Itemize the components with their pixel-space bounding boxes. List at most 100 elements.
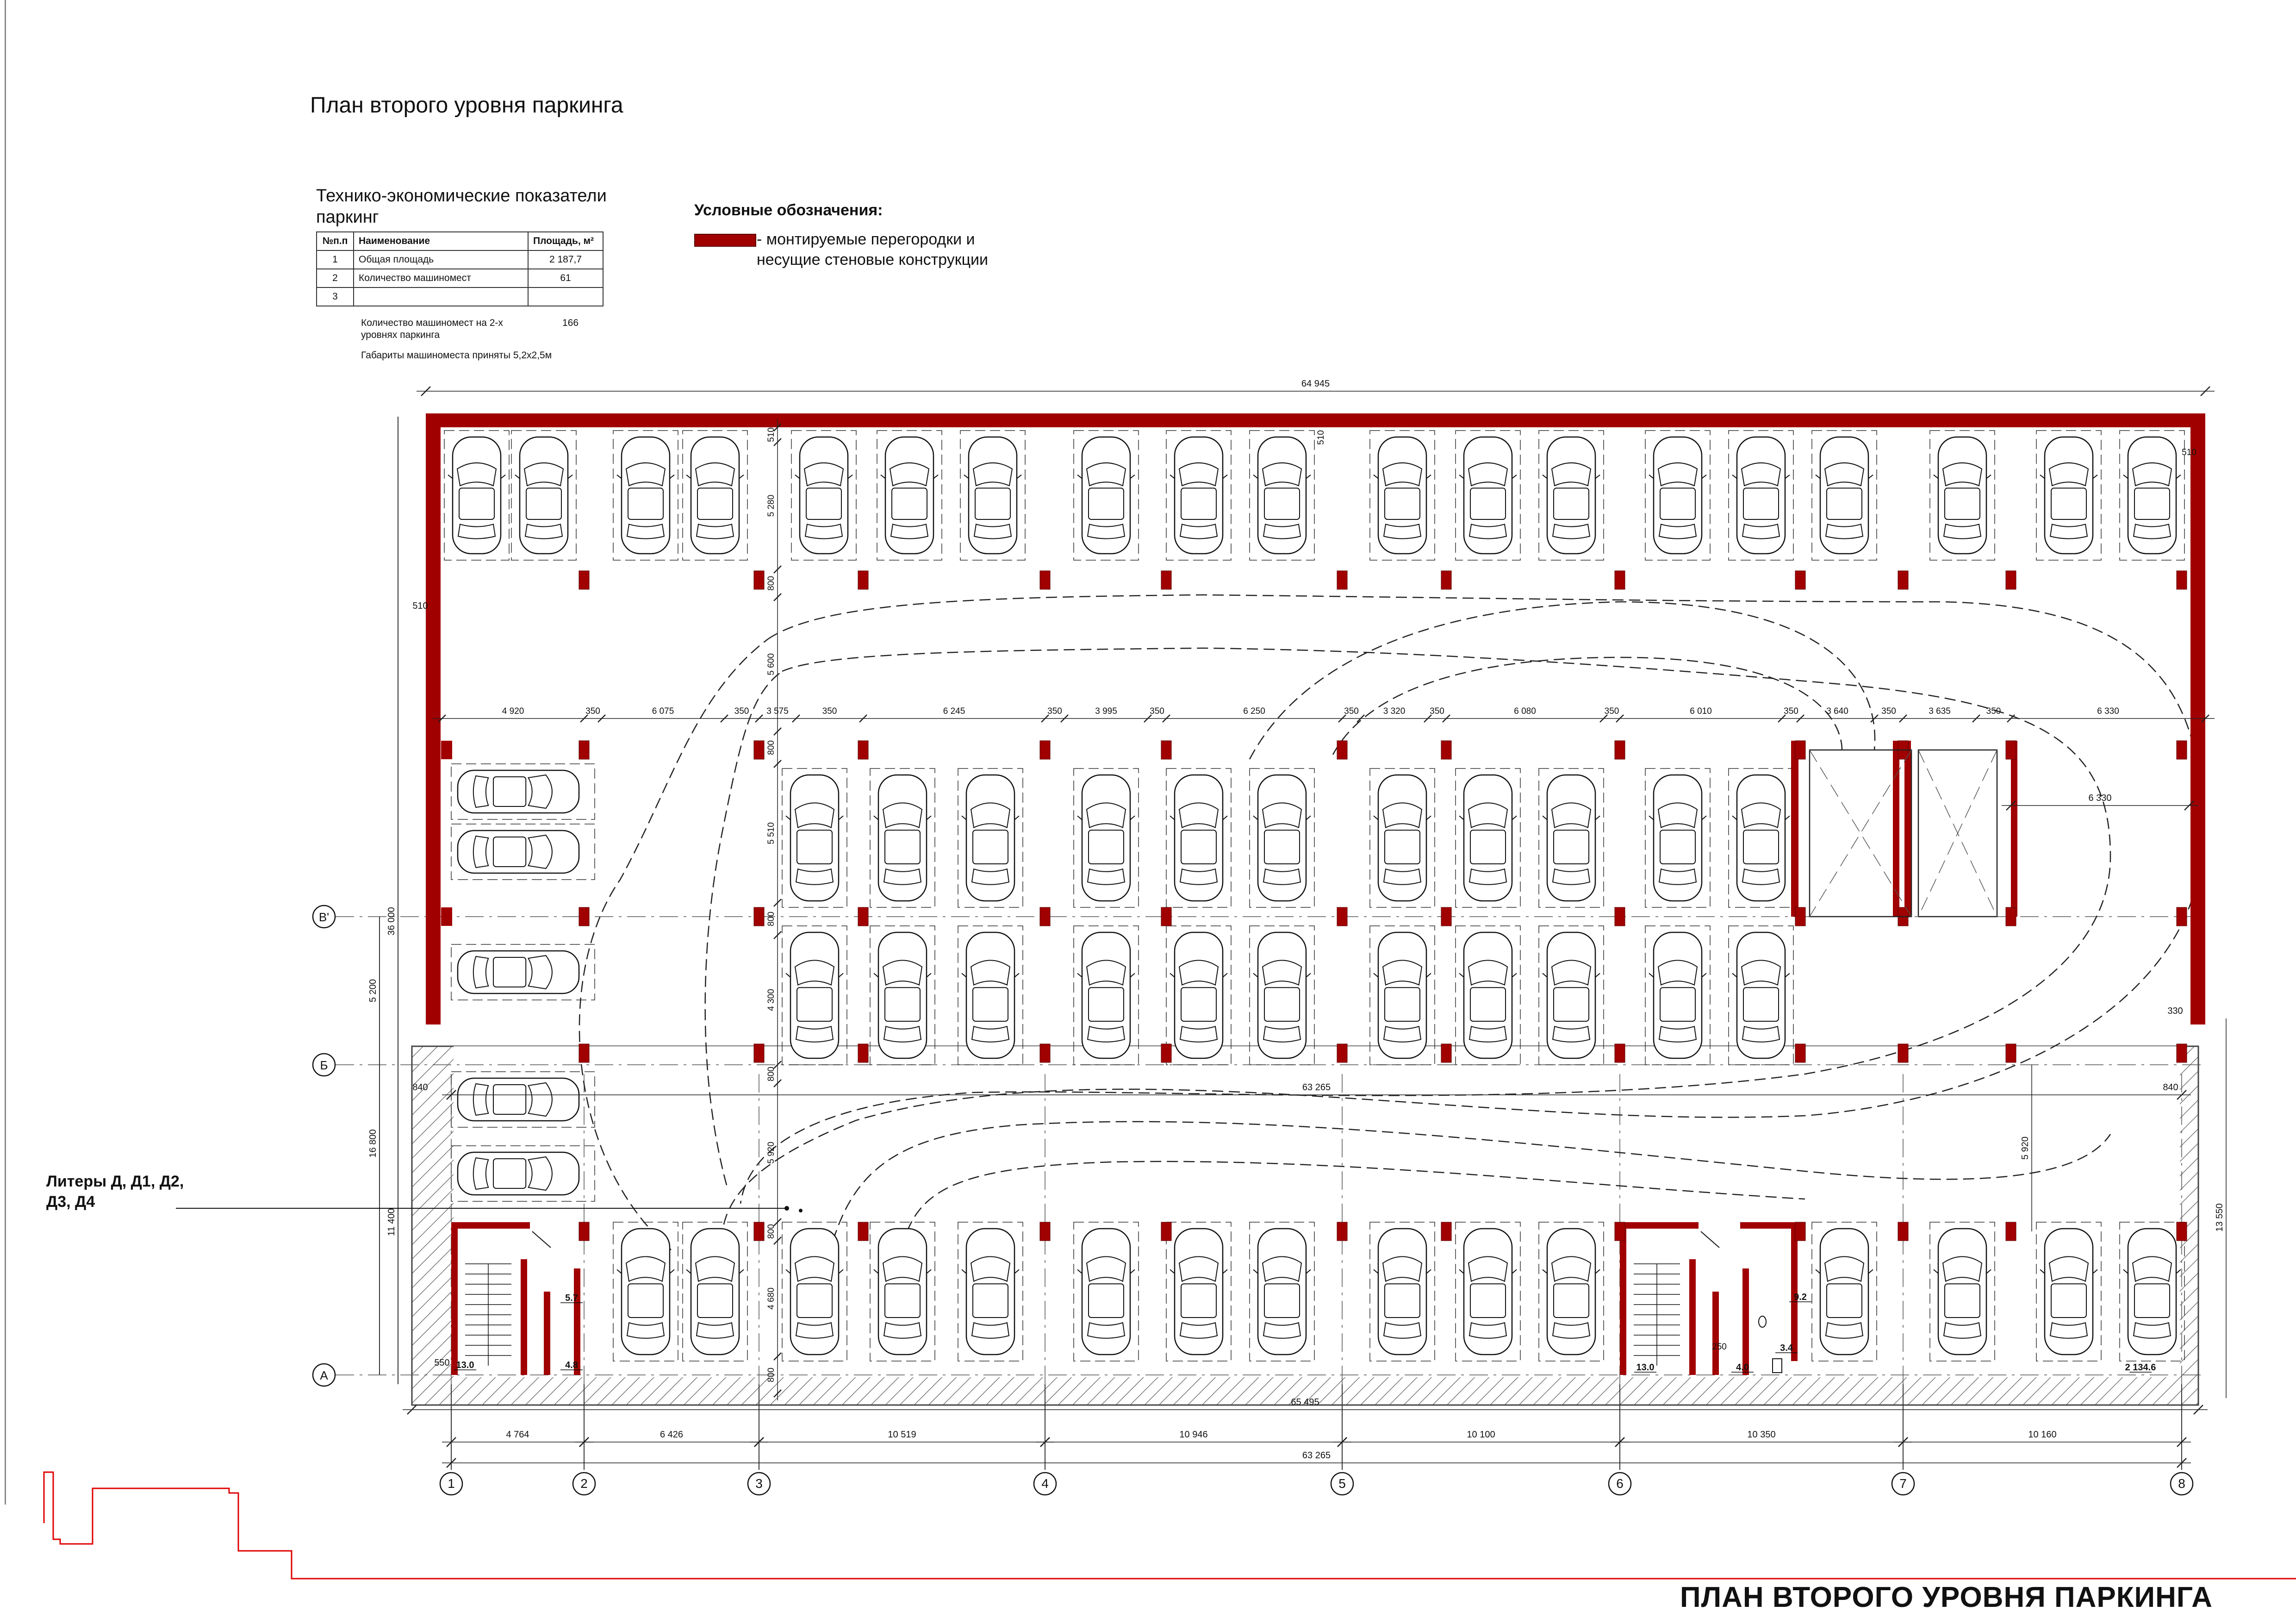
car-roof (1553, 987, 1589, 1022)
car-roof (1384, 830, 1420, 864)
car-body (1463, 436, 1513, 555)
car-icon (1933, 436, 1991, 555)
car-icon (1170, 1228, 1228, 1355)
parking-bay (870, 768, 935, 908)
parking-bay (1929, 430, 1995, 561)
parking-bay (877, 430, 942, 561)
car-mirror (1986, 1269, 1991, 1274)
car-rear-window (804, 524, 843, 539)
car-body (690, 1228, 740, 1355)
structural-column (579, 1043, 590, 1063)
car-windshield (1824, 1256, 1865, 1282)
stair-wall (1712, 1292, 1719, 1375)
right-offset-dim: 840 (2163, 1082, 2178, 1093)
car-roof (796, 987, 833, 1022)
structural-column (1614, 1043, 1625, 1063)
car-rear-window (883, 1025, 922, 1043)
car-mirror (1077, 475, 1083, 479)
car-roof (493, 837, 527, 867)
wall-ramp-partition (2011, 741, 2017, 917)
car-roof (1944, 1283, 1980, 1318)
car-icon (880, 436, 939, 555)
tep-note-capacity-line1: Количество машиномест на 2-х (361, 318, 503, 328)
structural-column (858, 1043, 869, 1063)
tep-cell-name: Количество машиномест (353, 269, 529, 288)
parking-bay (1166, 925, 1232, 1065)
car-body (1463, 1228, 1513, 1355)
car-windshield (1178, 802, 1219, 829)
car-windshield (882, 802, 923, 829)
structural-column (1039, 740, 1051, 760)
grid-axis-letter-2: А (320, 1368, 328, 1382)
ramp-path-3 (1332, 656, 1843, 755)
cell-dim-2-tick (579, 1437, 589, 1447)
car-mirror (1701, 973, 1707, 978)
ramp-width-dim-tick (2006, 800, 2016, 811)
grid-axis-bubble-7 (1891, 1472, 1915, 1496)
interior-floor (454, 1046, 2180, 1377)
vertical-dim-label: 4 680 (766, 1287, 776, 1310)
car-mirror (1426, 815, 1431, 820)
wall-left (426, 413, 441, 1024)
car-roof (1660, 487, 1696, 520)
mid-row-dim-label: 6 250 (1243, 706, 1265, 716)
car-rear-window (1263, 1322, 1301, 1339)
car-windshield (1178, 462, 1219, 487)
car-icon (961, 1228, 1020, 1355)
car-windshield (2132, 462, 2172, 487)
car-icon (1373, 436, 1431, 555)
mid-row-dim-tick (438, 714, 446, 723)
car-mirror (964, 475, 969, 479)
car-roof (628, 487, 664, 520)
car-roof (972, 1283, 1008, 1318)
cell-dim-6-tick (1615, 1437, 1625, 1447)
car-rear-window (473, 956, 489, 989)
structural-column (1898, 1222, 1909, 1241)
car-roof (975, 487, 1011, 520)
car-windshield (1824, 462, 1865, 487)
parking-bay (511, 430, 577, 561)
grid-axis-letter-1: Б (320, 1058, 328, 1072)
litery-leader-dot (799, 1209, 803, 1212)
structural-column (1161, 1043, 1172, 1063)
car-mirror (616, 1269, 622, 1274)
car-roof (1088, 987, 1124, 1022)
car-icon (1542, 931, 1600, 1059)
parking-bay (1538, 430, 1604, 561)
car-mirror (1815, 1269, 1821, 1274)
car-mirror (1701, 475, 1707, 479)
parking-bay (682, 1222, 748, 1362)
car-roof (1470, 1283, 1506, 1318)
car-body (2127, 1228, 2177, 1355)
mid-row-dim-tick (1338, 714, 1346, 723)
car-icon (457, 830, 580, 874)
car-windshield (1262, 960, 1302, 986)
car-roof (2134, 487, 2170, 520)
car-body (877, 931, 927, 1059)
car-roof (1264, 487, 1300, 520)
car-windshield (794, 1256, 835, 1282)
ramp-path-1 (740, 647, 2111, 1204)
vertical-dim-tick (773, 931, 782, 939)
car-mirror (961, 815, 967, 820)
car-body (877, 774, 927, 902)
tep-header-area: Площадь, м² (528, 231, 604, 251)
car-icon (1373, 774, 1431, 902)
car-body (621, 436, 671, 555)
mid-row-dim-label: 6 080 (1514, 706, 1536, 716)
room-area-label: 3.4 (1780, 1343, 1793, 1353)
car-body (1081, 774, 1131, 902)
car-windshield (1741, 960, 1781, 986)
car-icon (686, 1228, 744, 1355)
parking-bay (1538, 925, 1604, 1065)
car-windshield (1086, 462, 1126, 487)
mid-row-dim-tick (580, 714, 588, 723)
car-windshield (2132, 1256, 2172, 1282)
car-mirror (880, 475, 886, 479)
tep-cell-num: 2 (316, 269, 354, 288)
left-wall-dim: 510 (412, 601, 428, 611)
car-roof (697, 487, 733, 520)
car-rear-window (473, 775, 489, 808)
tep-cell-value: 61 (528, 269, 604, 288)
vertical-dim-tick (773, 1079, 782, 1087)
